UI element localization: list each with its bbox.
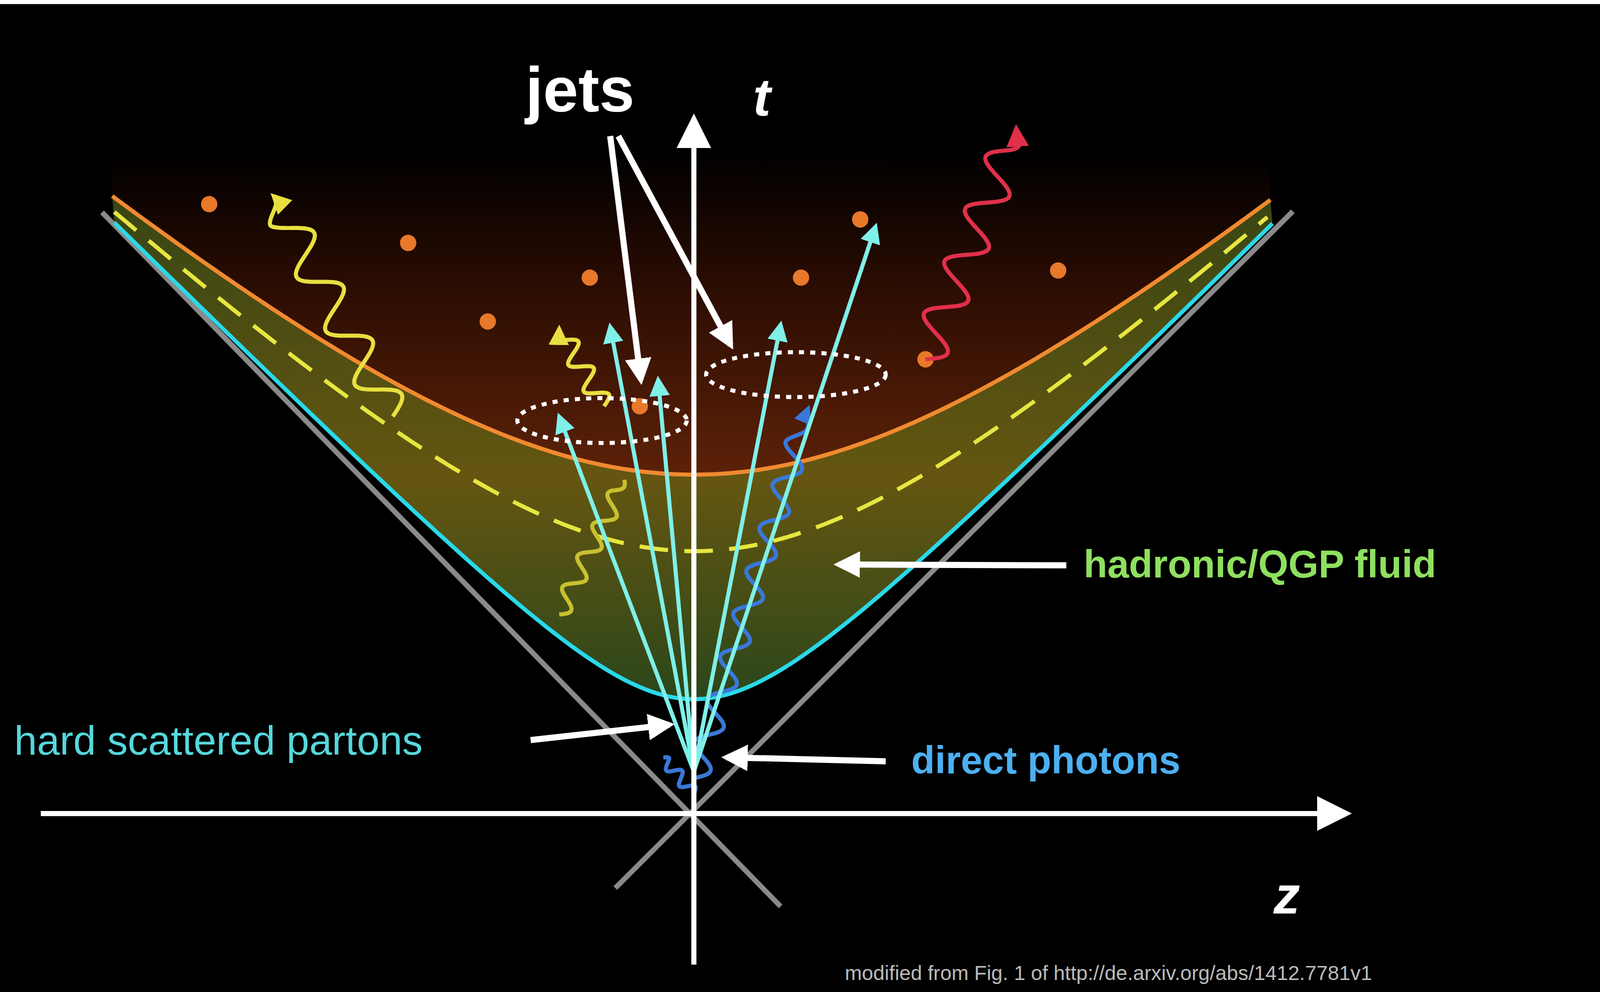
- hadron-dot: [479, 313, 496, 330]
- hadron-dot: [852, 211, 869, 228]
- axis-label: z: [1273, 865, 1301, 927]
- parton-arrow: [559, 416, 694, 772]
- parton-arrow: [693, 226, 876, 772]
- hadron-dot: [200, 195, 218, 213]
- photon-label: direct photons: [911, 738, 1181, 784]
- leader-arrow: [726, 757, 886, 762]
- leader-arrow: [838, 564, 1067, 566]
- photon-wave: [923, 128, 1020, 359]
- light-cone: [101, 212, 781, 907]
- parton-arrow: [610, 326, 694, 772]
- jet-cone: [517, 397, 687, 443]
- hadron-dot: [399, 234, 417, 252]
- photon-wave: [269, 195, 403, 417]
- hadron-dot: [581, 269, 599, 286]
- hot-region: [112, 152, 1271, 475]
- parton-arrow: [658, 379, 694, 772]
- leader-arrow: [530, 724, 670, 740]
- top-rule: [0, 0, 1600, 4]
- photon-wave: [556, 328, 610, 406]
- jet-cone: [706, 351, 886, 397]
- t-axis: [691, 120, 697, 965]
- parton-label: hard scattered partons: [14, 716, 423, 764]
- axis-label: t: [753, 67, 771, 129]
- leader-arrow: [618, 135, 731, 345]
- source-note: modified from Fig. 1 of http://de.arxiv.…: [844, 961, 1373, 985]
- hadron-dot: [1050, 262, 1067, 279]
- jets-label: jets: [525, 52, 635, 126]
- hadron-dot: [792, 269, 810, 286]
- hyperbola: [112, 195, 1271, 475]
- hyperbola-dashed: [114, 211, 1268, 552]
- fluid-label: hadronic/QGP fluid: [1083, 542, 1437, 588]
